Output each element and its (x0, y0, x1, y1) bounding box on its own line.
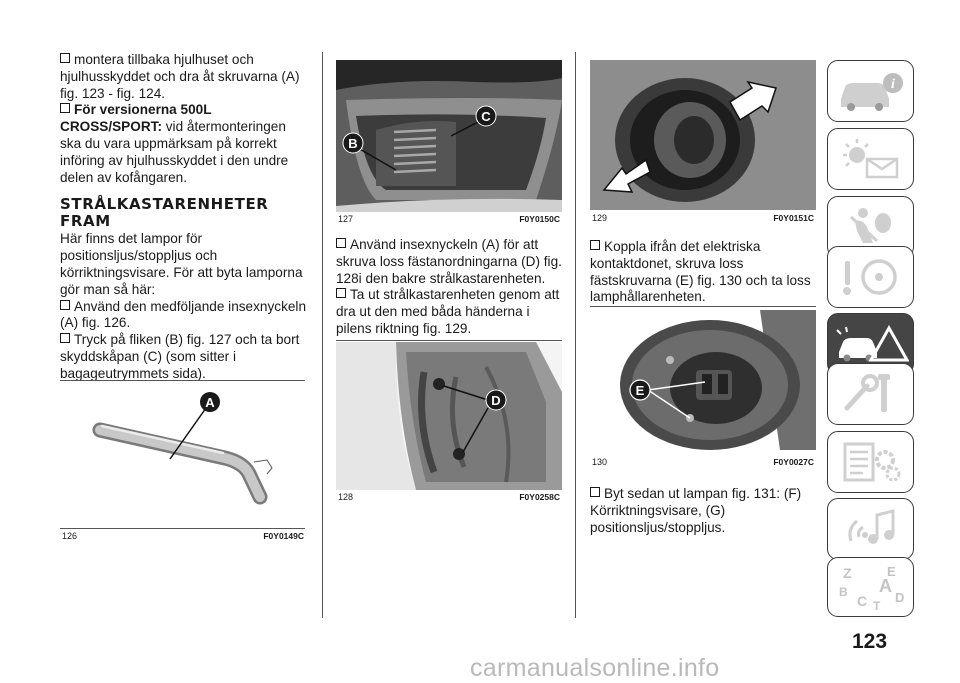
paragraph-press-tab: Tryck på fliken (B) fig. 127 och ta bort… (60, 332, 300, 381)
figure-rule-130-top (590, 306, 816, 307)
figure-rule-126 (60, 528, 305, 529)
paragraph-unscrew-fasteners: Använd insexnyckeln (A) för att skruva l… (336, 237, 562, 286)
column-divider-right (575, 52, 576, 618)
tab-technical-data[interactable] (827, 431, 914, 493)
svg-text:Z: Z (843, 565, 852, 581)
figure-126-caption: 126 F0Y0149C (62, 531, 304, 541)
label-c-text: C (481, 109, 491, 124)
figure-129-caption: 129 F0Y0151C (592, 213, 814, 223)
figure-code: F0Y0151C (773, 213, 814, 223)
paragraph-refit-wheel-housing: montera tillbaka hjulhuset och hjulhussk… (60, 52, 300, 101)
label-e-text: E (636, 383, 645, 398)
text-column-3-bottom: Byt sedan ut lampan fig. 131: (F) Körrik… (590, 486, 818, 536)
checkbox-bullet-icon (60, 53, 70, 63)
checkbox-bullet-icon (60, 299, 70, 310)
label-b-text: B (348, 136, 357, 151)
figure-130-caption: 130 F0Y0027C (592, 457, 814, 467)
figure-number: 126 (62, 531, 78, 541)
paragraph-use-hex-key: Använd den medföljande insexnyckeln (A) … (60, 298, 307, 331)
figure-rule-126-top (60, 380, 305, 381)
figure-number: 129 (592, 213, 608, 223)
paragraph-remove-light-unit: Ta ut strålkastarenheten genom att dra u… (336, 287, 560, 336)
text-column-2: Använd insexnyckeln (A) för att skruva l… (336, 237, 562, 338)
figure-127-trunk-cover: B C (336, 60, 562, 212)
label-d-text: D (491, 393, 500, 408)
figure-code: F0Y0150C (519, 214, 560, 224)
checkbox-bullet-icon (590, 487, 600, 497)
car-info-icon: i (840, 73, 903, 111)
maintenance-icon (844, 374, 890, 412)
figure-127-caption: 127 F0Y0150C (338, 214, 560, 224)
column-divider-left (322, 52, 323, 618)
svg-text:E: E (887, 564, 896, 579)
emergency-icon (835, 324, 909, 362)
section-heading: STRÅLKASTARENHETER FRAM (60, 195, 269, 231)
checkbox-bullet-icon (60, 103, 70, 114)
figure-code: F0Y0149C (263, 531, 304, 541)
figure-128-caption: 128 F0Y0258C (338, 492, 560, 502)
warning-lights-icon (842, 139, 898, 179)
figure-129-pull-out-light (590, 60, 816, 210)
tab-index[interactable]: Z E A B C D T (827, 557, 914, 617)
multimedia-icon (847, 509, 894, 544)
checkbox-bullet-icon (336, 238, 346, 248)
figure-126-hex-key: A (92, 392, 273, 505)
paragraph-cross-sport: För versionerna 500L CROSS/SPORT: vid åt… (60, 102, 289, 185)
starting-driving-icon (842, 259, 897, 295)
label-a-text: A (205, 395, 215, 410)
checkbox-bullet-icon (336, 288, 346, 299)
paragraph-intro: Här finns det lampor för positionsljus/s… (60, 231, 303, 297)
svg-text:A: A (879, 576, 892, 596)
index-icon: Z E A B C D T (839, 564, 904, 612)
paragraph-replace-bulb: Byt sedan ut lampan fig. 131: (F) Körrik… (590, 486, 802, 535)
tab-multimedia[interactable] (827, 498, 914, 560)
figure-number: 127 (338, 214, 354, 224)
svg-text:B: B (839, 585, 848, 599)
svg-text:i: i (891, 77, 895, 92)
watermark: carmanualsonline.info (470, 654, 720, 682)
tab-warning-lights[interactable] (827, 128, 914, 190)
figure-number: 130 (592, 457, 608, 467)
text-column-3: Koppla ifrån det elektriska kontaktdonet… (590, 239, 818, 306)
figure-130-lamp-holder: E (590, 310, 816, 450)
paragraph-disconnect-connector: Koppla ifrån det elektriska kontaktdonet… (590, 239, 811, 305)
svg-text:D: D (895, 590, 904, 605)
tab-car-info[interactable]: i (827, 60, 914, 122)
page-number: 123 (852, 630, 888, 653)
figure-code: F0Y0258C (519, 492, 560, 502)
figure-code: F0Y0027C (773, 457, 814, 467)
tab-starting-driving[interactable] (827, 246, 914, 308)
technical-data-icon (843, 442, 900, 482)
safety-airbag-icon (849, 208, 891, 243)
svg-text:C: C (857, 593, 867, 609)
figure-number: 128 (338, 492, 354, 502)
text-column-1: montera tillbaka hjulhuset och hjulhussk… (60, 52, 308, 383)
checkbox-bullet-icon (590, 240, 600, 250)
figure-128-fasteners: D (336, 342, 562, 490)
checkbox-bullet-icon (60, 333, 70, 344)
figure-rule-128-top (336, 340, 562, 341)
svg-text:T: T (873, 599, 881, 612)
tab-maintenance[interactable] (827, 363, 914, 425)
